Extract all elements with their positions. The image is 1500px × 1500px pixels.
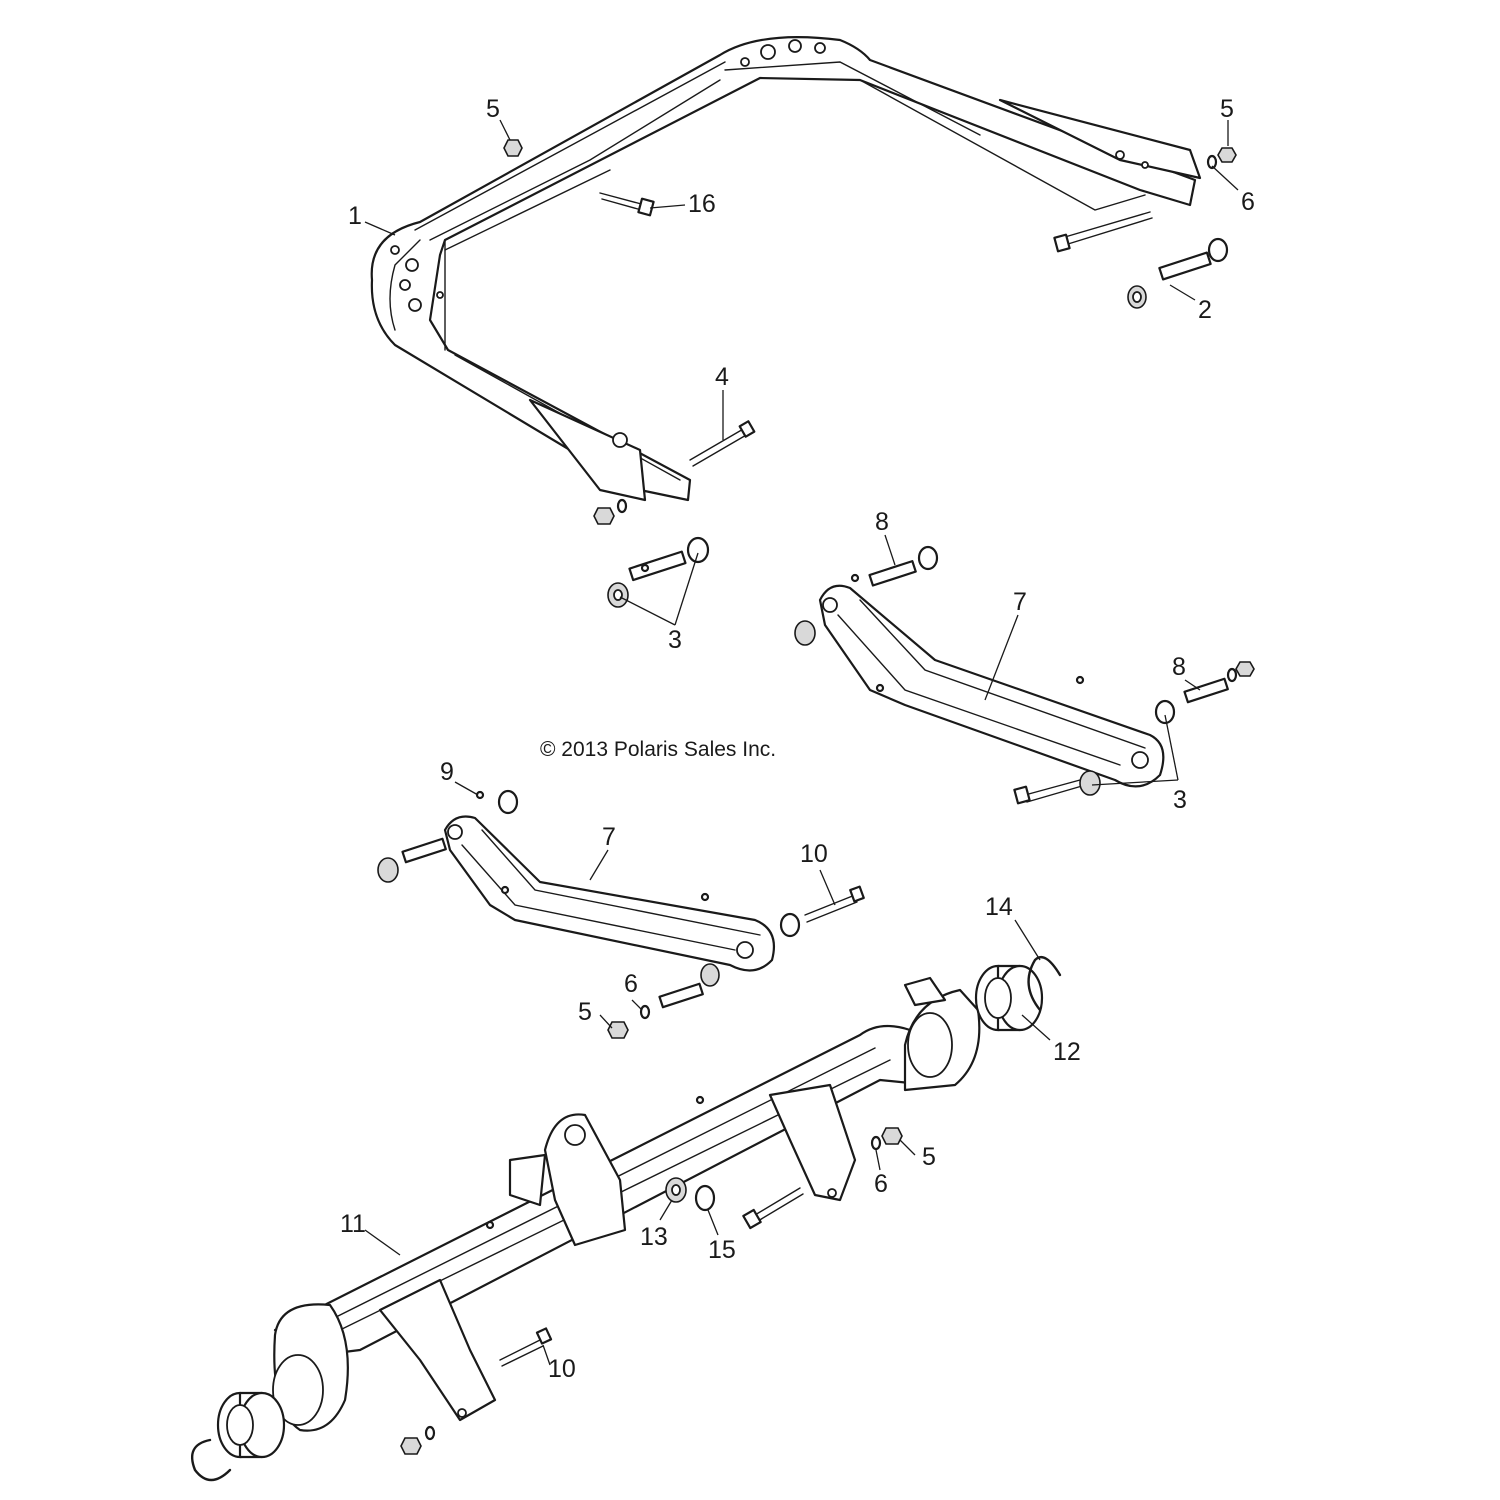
callout-7: 7 xyxy=(602,823,616,851)
pin-below-arm xyxy=(607,963,720,1039)
nut-under-frame xyxy=(593,498,628,525)
snap-ring-14 xyxy=(1027,955,1062,1012)
bearing-left xyxy=(216,1391,286,1459)
callout-5: 5 xyxy=(922,1143,936,1171)
leader-lines xyxy=(364,119,1239,1366)
callout-13: 13 xyxy=(640,1223,668,1251)
bolt-lower-frame-mid xyxy=(742,1187,804,1230)
callout-1: 1 xyxy=(348,202,362,230)
bolt-4 xyxy=(689,420,756,467)
callout-4: 4 xyxy=(715,363,729,391)
callout-14: 14 xyxy=(985,893,1013,921)
fitting-13 xyxy=(665,1177,687,1203)
callout-8: 8 xyxy=(875,508,889,536)
bolt-right-frame xyxy=(1053,211,1153,253)
bearing-12 xyxy=(974,964,1044,1032)
callout-3: 3 xyxy=(668,626,682,654)
callout-10: 10 xyxy=(800,840,828,868)
callout-2: 2 xyxy=(1198,296,1212,324)
callout-16: 16 xyxy=(688,190,716,218)
callout-6: 6 xyxy=(624,970,638,998)
callouts: 1 2 3 3 4 5 5 5 5 6 6 6 7 7 8 8 9 10 10 … xyxy=(340,95,1255,1383)
callout-5: 5 xyxy=(486,95,500,123)
trailing-arm-7-lower xyxy=(443,815,776,972)
lower-frame-11 xyxy=(272,976,981,1432)
bolt-16 xyxy=(599,192,655,217)
nut-5-right-lower xyxy=(870,1127,903,1151)
callout-8: 8 xyxy=(1172,653,1186,681)
snap-ring-left xyxy=(190,1438,232,1482)
bushing-set-2 xyxy=(1127,237,1229,309)
trailing-arm-7-upper xyxy=(818,584,1165,788)
upper-frame xyxy=(370,36,1202,502)
callout-3: 3 xyxy=(1173,786,1187,814)
callout-5: 5 xyxy=(578,998,592,1026)
pin-8-right xyxy=(1154,661,1255,725)
bolt-10-upper xyxy=(779,885,865,938)
callout-15: 15 xyxy=(708,1236,736,1264)
callout-5: 5 xyxy=(1220,95,1234,123)
nut-lower-left xyxy=(400,1425,436,1455)
pin-8-upper xyxy=(794,545,939,646)
bushing-set-3-left xyxy=(607,536,710,608)
o-ring-15 xyxy=(694,1184,716,1212)
callout-10: 10 xyxy=(548,1355,576,1383)
callout-7: 7 xyxy=(1013,588,1027,616)
callout-12: 12 xyxy=(1053,1038,1081,1066)
callout-6: 6 xyxy=(874,1170,888,1198)
nut-5-top-left xyxy=(503,139,523,157)
washer-6-top-right xyxy=(1206,154,1218,170)
copyright-text: © 2013 Polaris Sales Inc. xyxy=(540,738,776,761)
bolt-10-lower xyxy=(499,1327,553,1367)
bolt-lower-right xyxy=(1013,770,1101,805)
callout-11: 11 xyxy=(340,1210,366,1238)
callout-6: 6 xyxy=(1241,188,1255,216)
nut-5-top-right xyxy=(1206,147,1237,170)
callout-9: 9 xyxy=(440,758,454,786)
pin-lower-left xyxy=(377,789,519,883)
